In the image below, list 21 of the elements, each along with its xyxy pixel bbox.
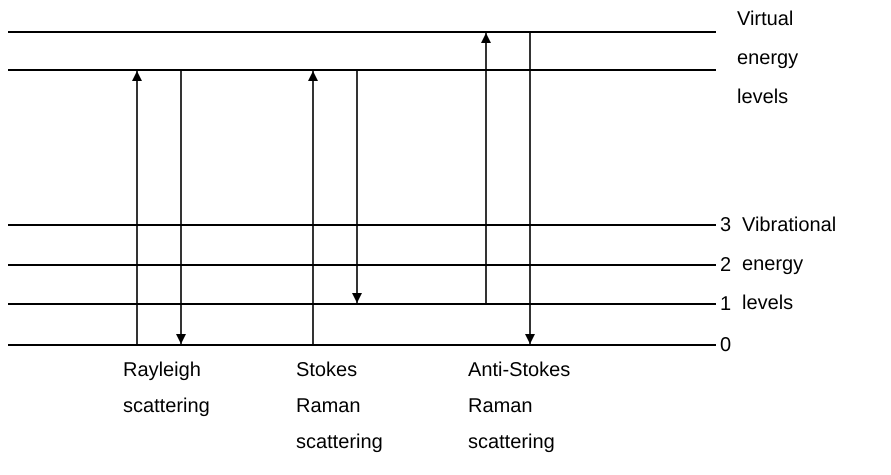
- level-number: 1: [720, 293, 732, 315]
- legend-text: Virtual energy levels: [737, 7, 800, 110]
- level-number: 2: [720, 254, 732, 276]
- arrow: [525, 33, 535, 344]
- energy-level-line: [8, 224, 716, 226]
- level-number: 0: [720, 334, 732, 356]
- legend-text: Vibrational energy levels: [742, 213, 838, 316]
- arrow: [352, 71, 362, 303]
- arrow: [132, 71, 142, 344]
- caption: Rayleigh scattering: [123, 358, 211, 419]
- energy-level-line: [8, 344, 716, 346]
- energy-level-line: [8, 31, 716, 33]
- energy-level-line: [8, 264, 716, 266]
- energy-level-line: [8, 303, 716, 305]
- caption: Stokes Raman scattering: [296, 358, 384, 455]
- arrow: [308, 71, 318, 344]
- level-number: 3: [720, 214, 732, 236]
- caption: Anti-Stokes Raman scattering: [468, 358, 572, 455]
- arrow: [481, 33, 491, 303]
- arrow: [176, 71, 186, 344]
- energy-level-line: [8, 69, 716, 71]
